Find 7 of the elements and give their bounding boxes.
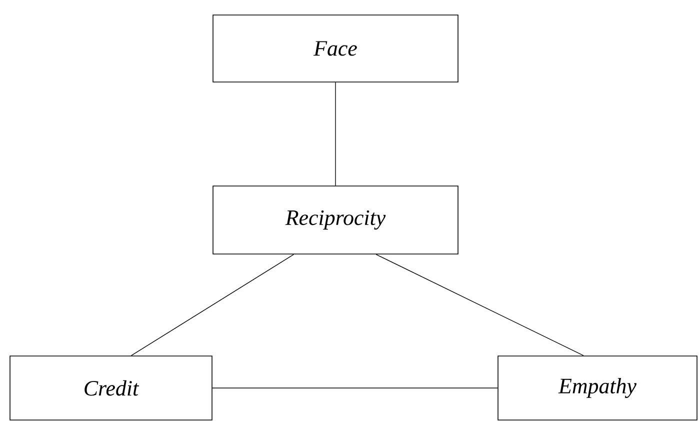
concept-box: Face	[212, 14, 458, 82]
concept-box: Credit	[10, 356, 212, 420]
connector-line	[130, 254, 294, 356]
concept-box: Reciprocity	[212, 186, 458, 254]
connector-line	[335, 82, 336, 186]
concept-box: Empathy	[498, 356, 698, 420]
connector-line	[376, 254, 584, 356]
